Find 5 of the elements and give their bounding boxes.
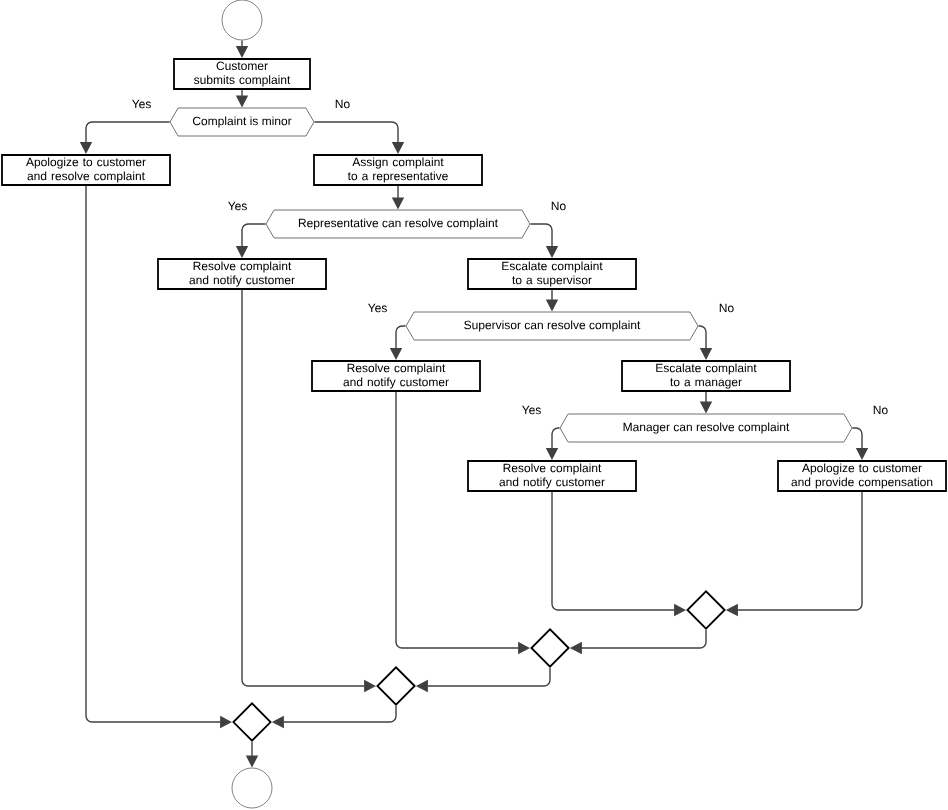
terminal-circle [231, 767, 273, 809]
merge-diamond [232, 702, 272, 742]
merge-diamond [686, 590, 726, 630]
merge-diamond [376, 666, 416, 706]
merge-diamond [530, 628, 570, 668]
